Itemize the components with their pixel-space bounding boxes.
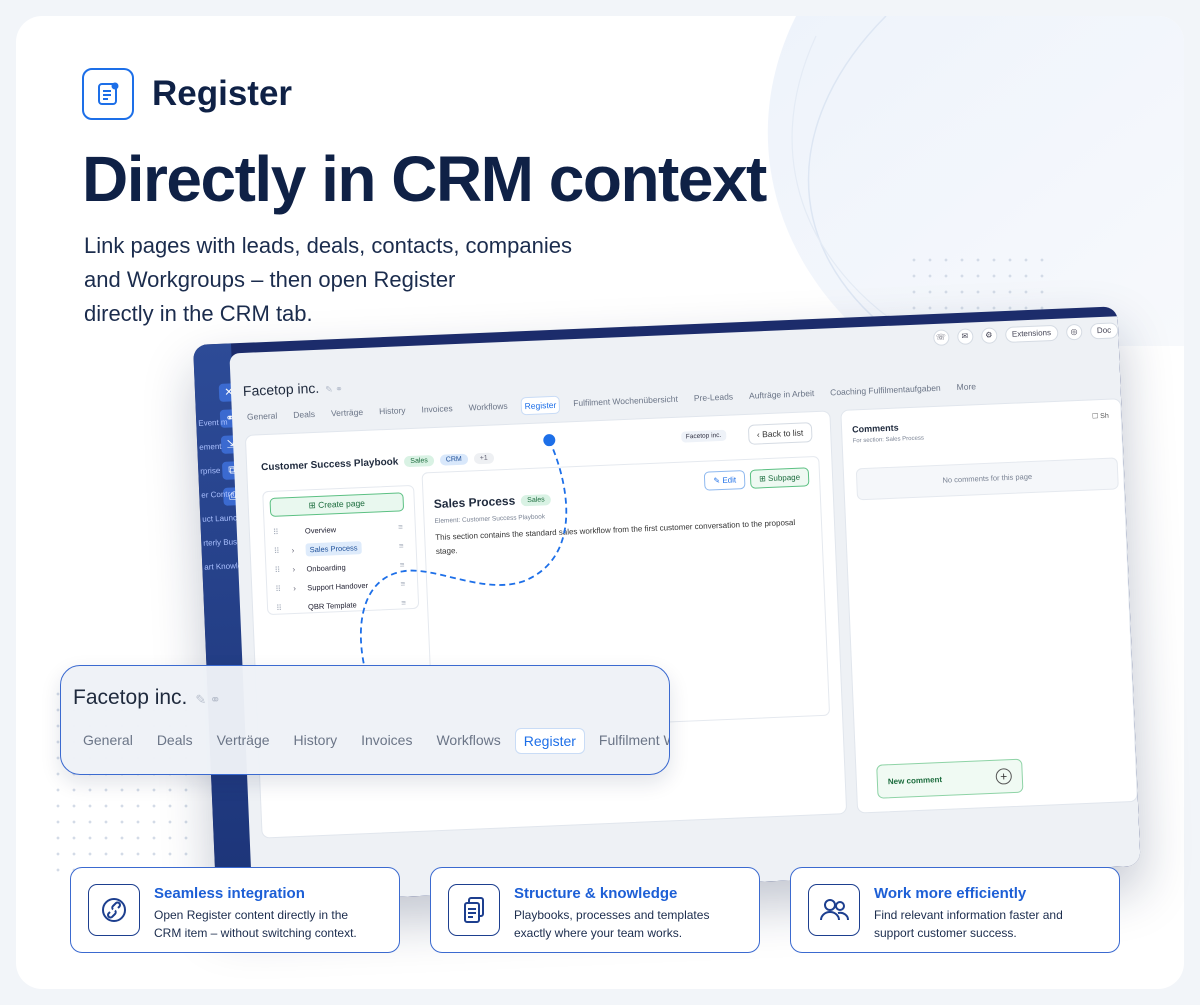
feature-line: Find relevant information faster and [874, 908, 1063, 922]
subline-line: Link pages with leads, deals, contacts, … [84, 233, 572, 258]
zoom-tab-register[interactable]: Register [514, 728, 585, 754]
zoom-tab[interactable]: History [293, 732, 338, 748]
zoom-company: Facetop inc. [73, 686, 188, 709]
zoom-tab[interactable]: Workflows [436, 732, 501, 748]
feature-line: Open Register content directly in the [154, 908, 349, 922]
brand: Register [82, 68, 292, 120]
zoom-tab[interactable]: Deals [156, 732, 193, 748]
feature-card: Work more efficiently Find relevant info… [790, 867, 1120, 953]
feature-card: Structure & knowledge Playbooks, process… [430, 867, 760, 953]
feature-line: exactly where your team works. [514, 926, 683, 940]
subline-line: and Workgroups – then open Register [84, 267, 456, 292]
zoom-tabs: General Deals Verträge History Invoices … [81, 728, 669, 754]
zoom-tab[interactable]: Verträge [216, 732, 270, 748]
link-icon [88, 884, 140, 936]
headline: Directly in CRM context [82, 143, 767, 215]
register-page-icon [82, 68, 134, 120]
connector-line [359, 434, 568, 669]
feature-title: Structure & knowledge [514, 885, 678, 902]
documents-icon [448, 884, 500, 936]
feature-line: CRM item – without switching context. [154, 926, 357, 940]
feature-title: Work more efficiently [874, 885, 1027, 902]
feature-card: Seamless integration Open Register conte… [70, 867, 400, 953]
zoom-tab[interactable]: Fulfilment Wochenü [598, 732, 669, 748]
feature-desc: Playbooks, processes and templates exact… [514, 906, 750, 942]
feature-line: support customer success. [874, 926, 1017, 940]
background-swoosh [767, 16, 1184, 346]
zoom-tab[interactable]: Invoices [361, 732, 413, 748]
brand-name: Register [152, 74, 293, 113]
subline: Link pages with leads, deals, contacts, … [84, 229, 644, 331]
feature-desc: Open Register content directly in the CR… [154, 906, 390, 942]
subline-line: directly in the CRM tab. [84, 301, 313, 326]
zoom-company-title: Facetop inc. ✎ ⚭ [73, 686, 221, 710]
zoom-tab[interactable]: General [83, 732, 133, 748]
feature-desc: Find relevant information faster and sup… [874, 906, 1110, 942]
zoom-callout: Facetop inc. ✎ ⚭ General Deals Verträge H… [60, 665, 670, 775]
app-screenshot: ✕ ⚭ ⇲ ⧉ ⎙ Event m ement rprise er Contra… [193, 306, 1141, 905]
edit-icon[interactable]: ✎ ⚭ [195, 692, 221, 707]
feature-line: Playbooks, processes and templates [514, 908, 710, 922]
users-icon [808, 884, 860, 936]
feature-title: Seamless integration [154, 885, 305, 902]
